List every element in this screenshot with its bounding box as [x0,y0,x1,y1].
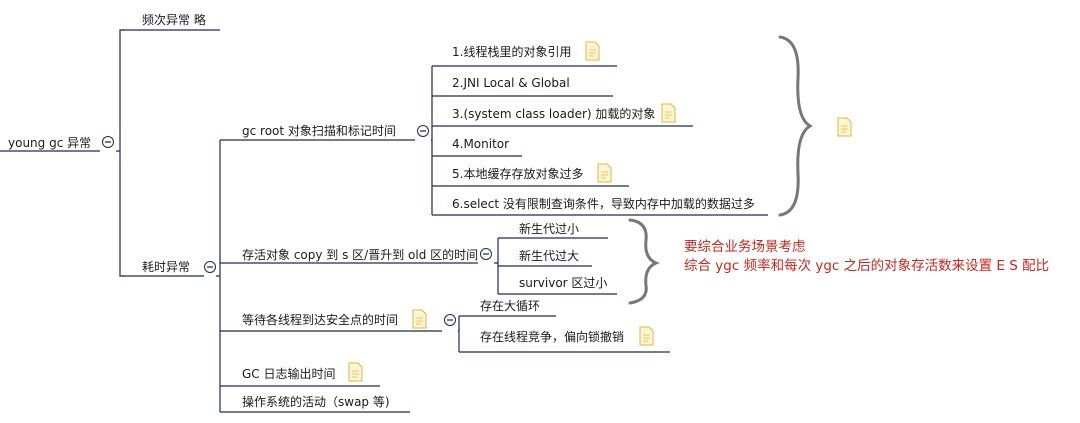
note-icon[interactable] [349,363,362,379]
note-icon[interactable] [586,42,599,58]
branch-duration[interactable]: 耗时异常 [142,260,191,274]
note-icon[interactable] [640,327,653,343]
node-safepoint[interactable]: 等待各线程到达安全点的时间 [242,313,399,327]
annotation-line-1: 要综合业务场景考虑 [684,239,806,255]
node-gc-root[interactable]: gc root 对象扫描和标记时间 [242,124,396,138]
gc-root-child-3[interactable]: 3.(system class loader) 加载的对象 [452,107,656,121]
note-icon[interactable] [598,164,611,180]
node-gc-log[interactable]: GC 日志输出时间 [242,367,336,381]
gc-root-child-6[interactable]: 6.select 没有限制查询条件，导致内存中加载的数据过多 [452,197,755,211]
note-icon[interactable] [413,310,426,326]
note-icon[interactable] [838,118,851,134]
gc-root-child-5[interactable]: 5.本地缓存存放对象过多 [452,167,584,181]
node-copy[interactable]: 存活对象 copy 到 s 区/晋升到 old 区的时间 [242,248,479,262]
gc-root-child-1[interactable]: 1.线程栈里的对象引用 [452,45,572,59]
note-icon[interactable] [662,104,675,120]
safepoint-child-1[interactable]: 存在大循环 [480,299,541,313]
copy-child-3[interactable]: survivor 区过小 [519,276,608,290]
branch-frequency[interactable]: 频次异常 略 [142,13,206,27]
copy-child-2[interactable]: 新生代过大 [519,249,580,263]
safepoint-child-2[interactable]: 存在线程竞争，偏向锁撤销 [480,330,625,344]
copy-child-1[interactable]: 新生代过小 [519,222,580,236]
annotation-line-2: 综合 ygc 频率和每次 ygc 之后的对象存活数来设置 E S 配比 [684,258,1050,274]
root-node[interactable]: young gc 异常 [8,136,92,150]
gc-root-child-4[interactable]: 4.Monitor [452,137,510,151]
node-os[interactable]: 操作系统的活动（swap 等) [242,395,390,409]
gc-root-child-2[interactable]: 2.JNI Local & Global [452,76,570,90]
